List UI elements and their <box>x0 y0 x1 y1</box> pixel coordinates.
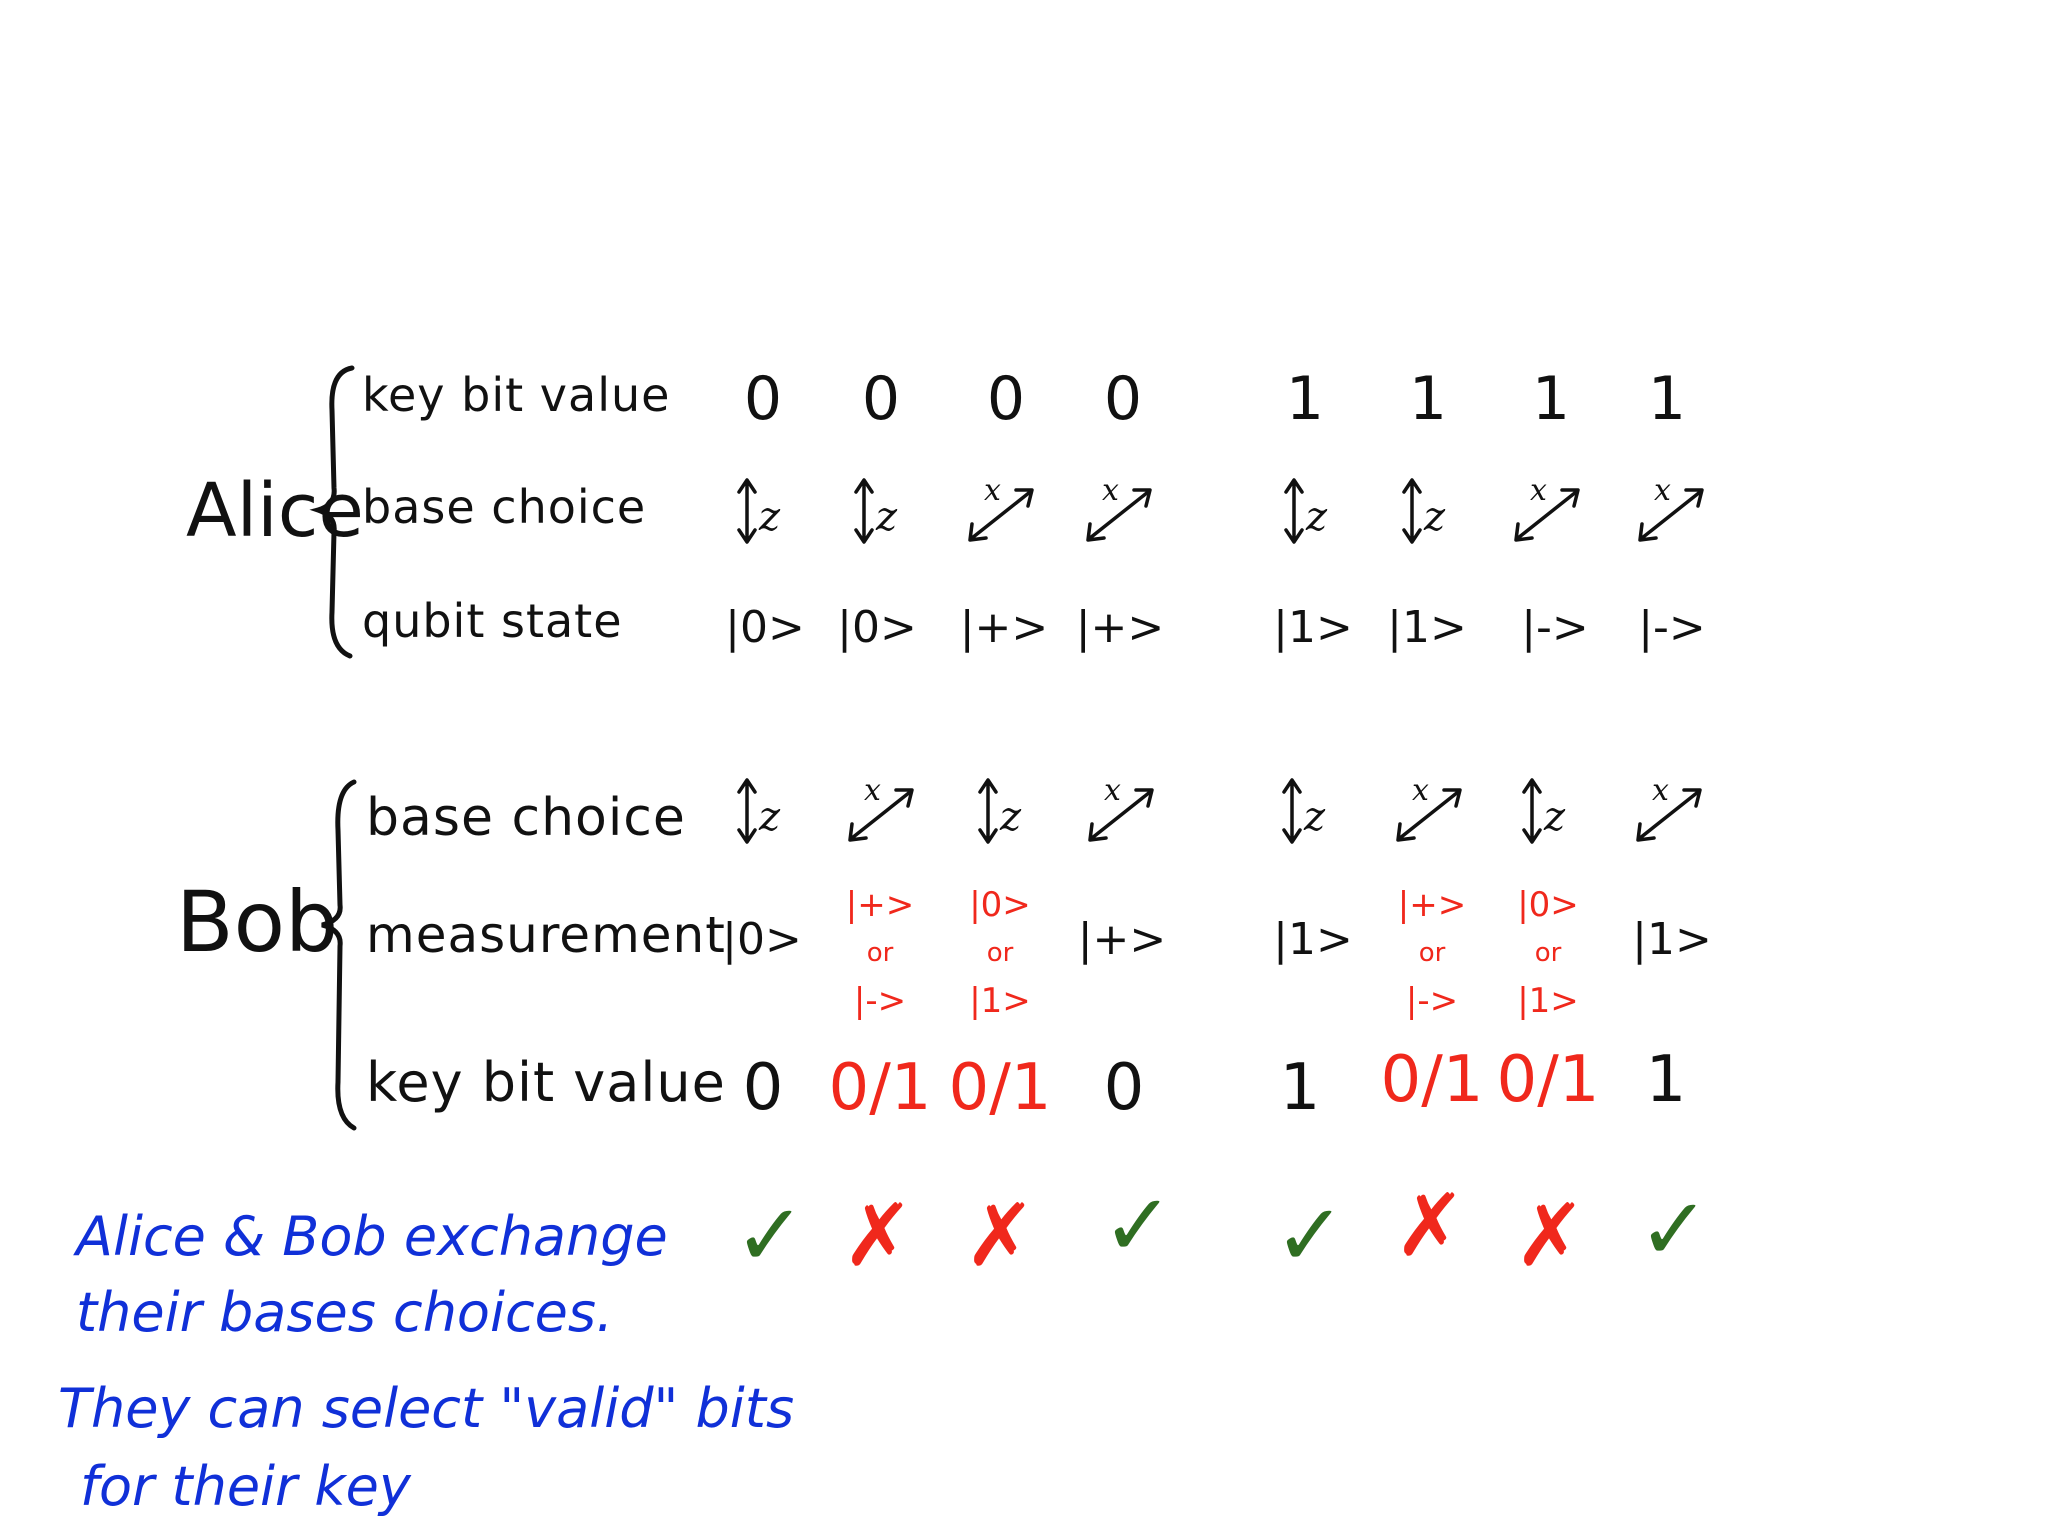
alice-qubit-state: |1> <box>1273 602 1353 653</box>
measurement-option-a: |+> <box>845 885 915 925</box>
valid-check-icon: ✓ <box>1101 1176 1175 1276</box>
bob-name: Bob <box>176 873 339 971</box>
bob-measurement-ambiguous: |0> or |1> <box>945 888 1055 1018</box>
alice-qubit-state: |0> <box>837 602 917 653</box>
bob-key-bit: 0 <box>1103 1051 1145 1125</box>
measurement-or: or <box>866 938 894 968</box>
measurement-or: or <box>1418 938 1446 968</box>
invalid-cross-icon: ✗ <box>1513 1186 1587 1286</box>
bob-key-bit: 1 <box>1279 1051 1321 1125</box>
bob-measurement: |0> <box>722 914 802 965</box>
bob-brace <box>321 779 357 1131</box>
measurement-option-a: |0> <box>1517 885 1579 925</box>
measurement-option-a: |0> <box>969 885 1031 925</box>
alice-qubit-state: |-> <box>1638 602 1706 653</box>
bob-key-bit-uncertain: 0/1 <box>1380 1043 1484 1117</box>
bob-basis-z-icon: z <box>1268 770 1348 850</box>
alice-name: Alice <box>186 468 364 554</box>
alice-label-key-bit: key bit value <box>362 368 671 422</box>
svg-text:x: x <box>1104 773 1121 808</box>
alice-label-qubit-state: qubit state <box>362 594 623 648</box>
valid-check-icon: ✓ <box>1637 1180 1711 1280</box>
bob-measurement: |1> <box>1273 914 1353 965</box>
svg-text:z: z <box>1543 794 1566 840</box>
bob-basis-x-icon: x <box>1390 770 1470 850</box>
alice-basis-z-icon: z <box>723 470 803 550</box>
measurement-option-b: |1> <box>1517 981 1579 1021</box>
bob-measurement-ambiguous: |+> or |-> <box>1377 888 1487 1018</box>
alice-qubit-state: |1> <box>1387 602 1467 653</box>
alice-basis-z-icon: z <box>840 470 920 550</box>
svg-text:z: z <box>758 794 781 840</box>
alice-key-bit: 1 <box>1285 364 1325 434</box>
bob-measurement-ambiguous: |0> or |1> <box>1493 888 1603 1018</box>
svg-text:z: z <box>999 794 1022 840</box>
bob-basis-z-icon: z <box>964 770 1044 850</box>
bob-measurement-ambiguous: |+> or |-> <box>825 888 935 1018</box>
alice-basis-x-icon: x <box>1080 470 1160 550</box>
bob-key-bit-uncertain: 0/1 <box>828 1051 932 1125</box>
alice-key-bit: 0 <box>986 364 1026 434</box>
alice-basis-x-icon: x <box>962 470 1042 550</box>
measurement-or: or <box>1534 938 1562 968</box>
invalid-cross-icon: ✗ <box>963 1186 1037 1286</box>
svg-text:x: x <box>1654 473 1671 508</box>
valid-check-icon: ✓ <box>733 1186 807 1286</box>
svg-text:z: z <box>1303 794 1326 840</box>
alice-key-bit: 0 <box>743 364 783 434</box>
alice-basis-z-icon: z <box>1388 470 1468 550</box>
svg-text:x: x <box>1652 773 1669 808</box>
measurement-or: or <box>986 938 1014 968</box>
alice-brace <box>309 365 355 659</box>
alice-key-bit: 1 <box>1408 364 1448 434</box>
bob-basis-x-icon: x <box>1082 770 1162 850</box>
svg-text:x: x <box>864 773 881 808</box>
note-line-4: for their key <box>80 1455 411 1518</box>
bob-basis-z-icon: z <box>1508 770 1588 850</box>
alice-qubit-state: |0> <box>725 602 805 653</box>
svg-text:z: z <box>1423 494 1446 540</box>
measurement-option-b: |-> <box>1405 981 1459 1021</box>
bob-key-bit: 1 <box>1645 1043 1687 1117</box>
invalid-cross-icon: ✗ <box>841 1186 915 1286</box>
bob-basis-x-icon: x <box>1630 770 1710 850</box>
alice-key-bit: 1 <box>1647 364 1687 434</box>
bob-key-bit: 0 <box>742 1051 784 1125</box>
valid-check-icon: ✓ <box>1273 1186 1347 1286</box>
note-line-1: Alice & Bob exchange <box>76 1205 668 1268</box>
note-line-2: their bases choices. <box>76 1281 614 1344</box>
alice-basis-x-icon: x <box>1508 470 1588 550</box>
svg-text:z: z <box>1305 494 1328 540</box>
svg-text:x: x <box>1412 773 1429 808</box>
svg-text:z: z <box>758 494 781 540</box>
alice-basis-x-icon: x <box>1632 470 1712 550</box>
svg-text:x: x <box>1530 473 1547 508</box>
measurement-option-a: |+> <box>1397 885 1467 925</box>
bob-label-key-bit: key bit value <box>366 1051 726 1114</box>
alice-key-bit: 0 <box>861 364 901 434</box>
svg-text:x: x <box>984 473 1001 508</box>
alice-basis-z-icon: z <box>1270 470 1350 550</box>
bob-measurement: |+> <box>1077 914 1167 965</box>
bob-basis-z-icon: z <box>723 770 803 850</box>
invalid-cross-icon: ✗ <box>1393 1176 1467 1276</box>
alice-label-base-choice: base choice <box>362 480 647 534</box>
alice-key-bit: 0 <box>1103 364 1143 434</box>
bob-label-base-choice: base choice <box>366 788 686 848</box>
bob-label-measurement: measurement <box>366 906 726 964</box>
svg-text:z: z <box>875 494 898 540</box>
measurement-option-b: |1> <box>969 981 1031 1021</box>
bob-key-bit-uncertain: 0/1 <box>1496 1043 1600 1117</box>
note-line-3: They can select "valid" bits <box>58 1377 795 1440</box>
svg-text:x: x <box>1102 473 1119 508</box>
alice-qubit-state: |+> <box>1075 602 1165 653</box>
alice-qubit-state: |-> <box>1521 602 1589 653</box>
measurement-option-b: |-> <box>853 981 907 1021</box>
bob-key-bit-uncertain: 0/1 <box>948 1051 1052 1125</box>
bob-basis-x-icon: x <box>842 770 922 850</box>
alice-key-bit: 1 <box>1531 364 1571 434</box>
alice-qubit-state: |+> <box>959 602 1049 653</box>
bob-measurement: |1> <box>1632 914 1712 965</box>
